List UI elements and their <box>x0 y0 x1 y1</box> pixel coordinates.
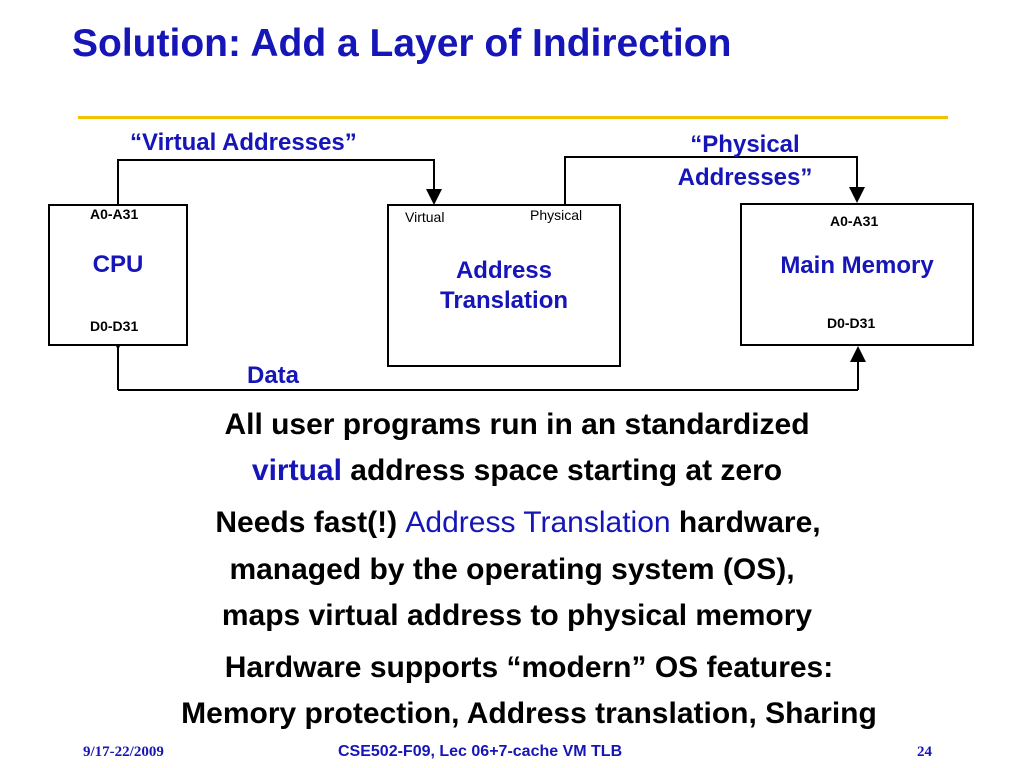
address-translation-line2: Translation <box>439 287 569 314</box>
body-line-3-post: hardware, <box>670 506 821 539</box>
main-memory-label: Main Memory <box>780 252 934 279</box>
body-line-2: virtual address space starting at zero <box>5 454 1024 488</box>
body-line-3-pre: Needs fast(!) <box>215 506 406 539</box>
virtual-highlight: virtual <box>251 454 342 487</box>
physical-addresses-label: “Physical Addresses” <box>640 128 850 194</box>
footer-course: CSE502-F09, Lec 06+7-cache VM TLB <box>338 743 623 760</box>
physical-addresses-line1: “Physical <box>690 131 800 158</box>
data-label: Data <box>247 362 300 389</box>
address-translation-highlight: Address Translation <box>405 506 671 539</box>
body-line-2-rest: address space starting at zero <box>341 454 783 487</box>
virtual-addresses-label: “Virtual Addresses” <box>130 129 357 156</box>
address-translation-label: Address Translation <box>389 256 619 316</box>
memory-data-pins: D0-D31 <box>827 315 876 331</box>
physical-addresses-line2: Addresses” <box>677 164 813 191</box>
body-line-7: Memory protection, Address translation, … <box>181 697 877 730</box>
virtual-address-wire <box>117 159 442 205</box>
body-line-6: Hardware supports “modern” OS features: <box>224 651 834 684</box>
cpu-box: A0-A31 CPU D0-D31 <box>48 204 188 346</box>
cpu-label: CPU <box>92 251 144 278</box>
cpu-data-pins: D0-D31 <box>90 318 139 334</box>
address-translation-line1: Address <box>455 257 553 284</box>
physical-address-wire <box>564 156 865 204</box>
footer-date: 9/17-22/2009 <box>83 744 164 760</box>
footer-page-number: 24 <box>917 744 932 760</box>
physical-port-label: Physical <box>530 207 583 223</box>
memory-address-pins: A0-A31 <box>830 213 879 229</box>
diagram-wires <box>110 156 866 391</box>
slide-title: Solution: Add a Layer of Indirection <box>72 22 732 65</box>
body-line-1: All user programs run in an standardized <box>224 408 810 441</box>
title-divider <box>78 116 948 119</box>
cpu-address-pins: A0-A31 <box>90 206 139 222</box>
virtual-port-label: Virtual <box>405 209 445 225</box>
body-line-5: maps virtual address to physical memory <box>221 599 813 632</box>
main-memory-box: A0-A31 Main Memory D0-D31 <box>740 203 974 346</box>
address-translation-box: Virtual Physical Address Translation <box>387 204 621 367</box>
body-line-4: managed by the operating system (OS), <box>229 553 795 586</box>
body-line-3: Needs fast(!) Address Translation hardwa… <box>6 506 1024 540</box>
